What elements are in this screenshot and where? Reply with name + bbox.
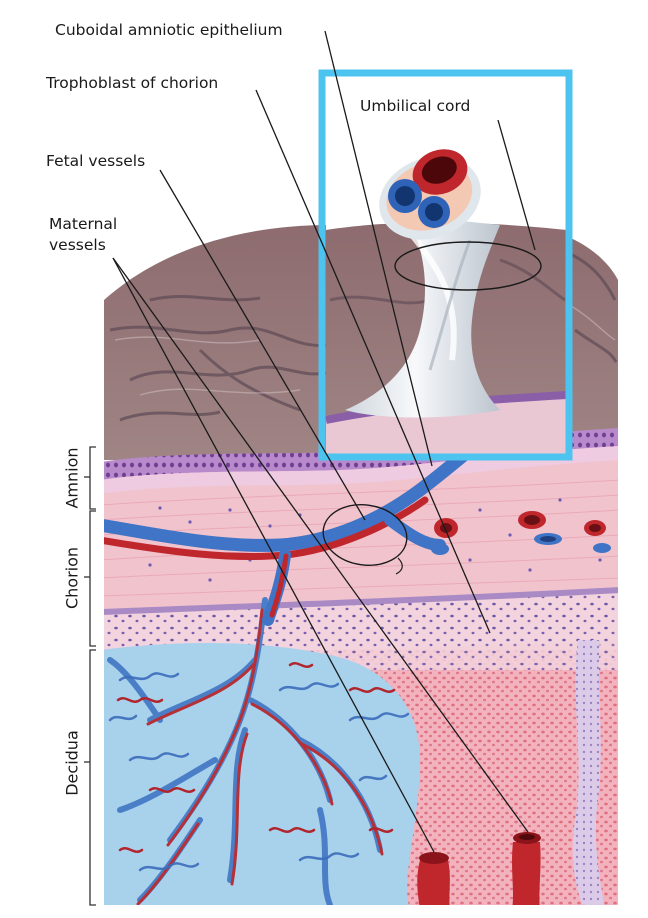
vessel-cross-sections: [431, 511, 611, 555]
umbilical-cord-inset: [318, 69, 573, 461]
chorionic-vein: [104, 443, 477, 552]
umbilical-artery: [412, 149, 468, 195]
label-trophoblast-of-chorion: Trophoblast of chorion: [46, 74, 219, 92]
cord-ring-marker: [394, 241, 542, 291]
vessel-ring-marker: [322, 504, 408, 566]
layer-label-chorion: Chorion: [62, 546, 82, 610]
label-maternal-vessels-line2: vessels: [49, 236, 106, 254]
layer-label-amnion: Amnion: [62, 447, 82, 509]
label-cuboidal-amniotic-epithelium: Cuboidal amniotic epithelium: [55, 21, 283, 39]
inset-frame: [318, 69, 573, 461]
layer-label-decidua: Decidua: [62, 730, 82, 796]
layer-brackets: [84, 446, 96, 906]
leader-lines: [112, 30, 536, 853]
maternal-spiral-arteries: [417, 832, 541, 905]
decidual-gland: [572, 640, 605, 905]
label-fetal-vessels: Fetal vessels: [46, 152, 146, 170]
umbilical-veins: [388, 179, 450, 228]
label-maternal-vessels-line1: Maternal: [49, 215, 118, 233]
label-umbilical-cord: Umbilical cord: [360, 97, 471, 115]
surface-vessel-markings: [109, 248, 618, 422]
